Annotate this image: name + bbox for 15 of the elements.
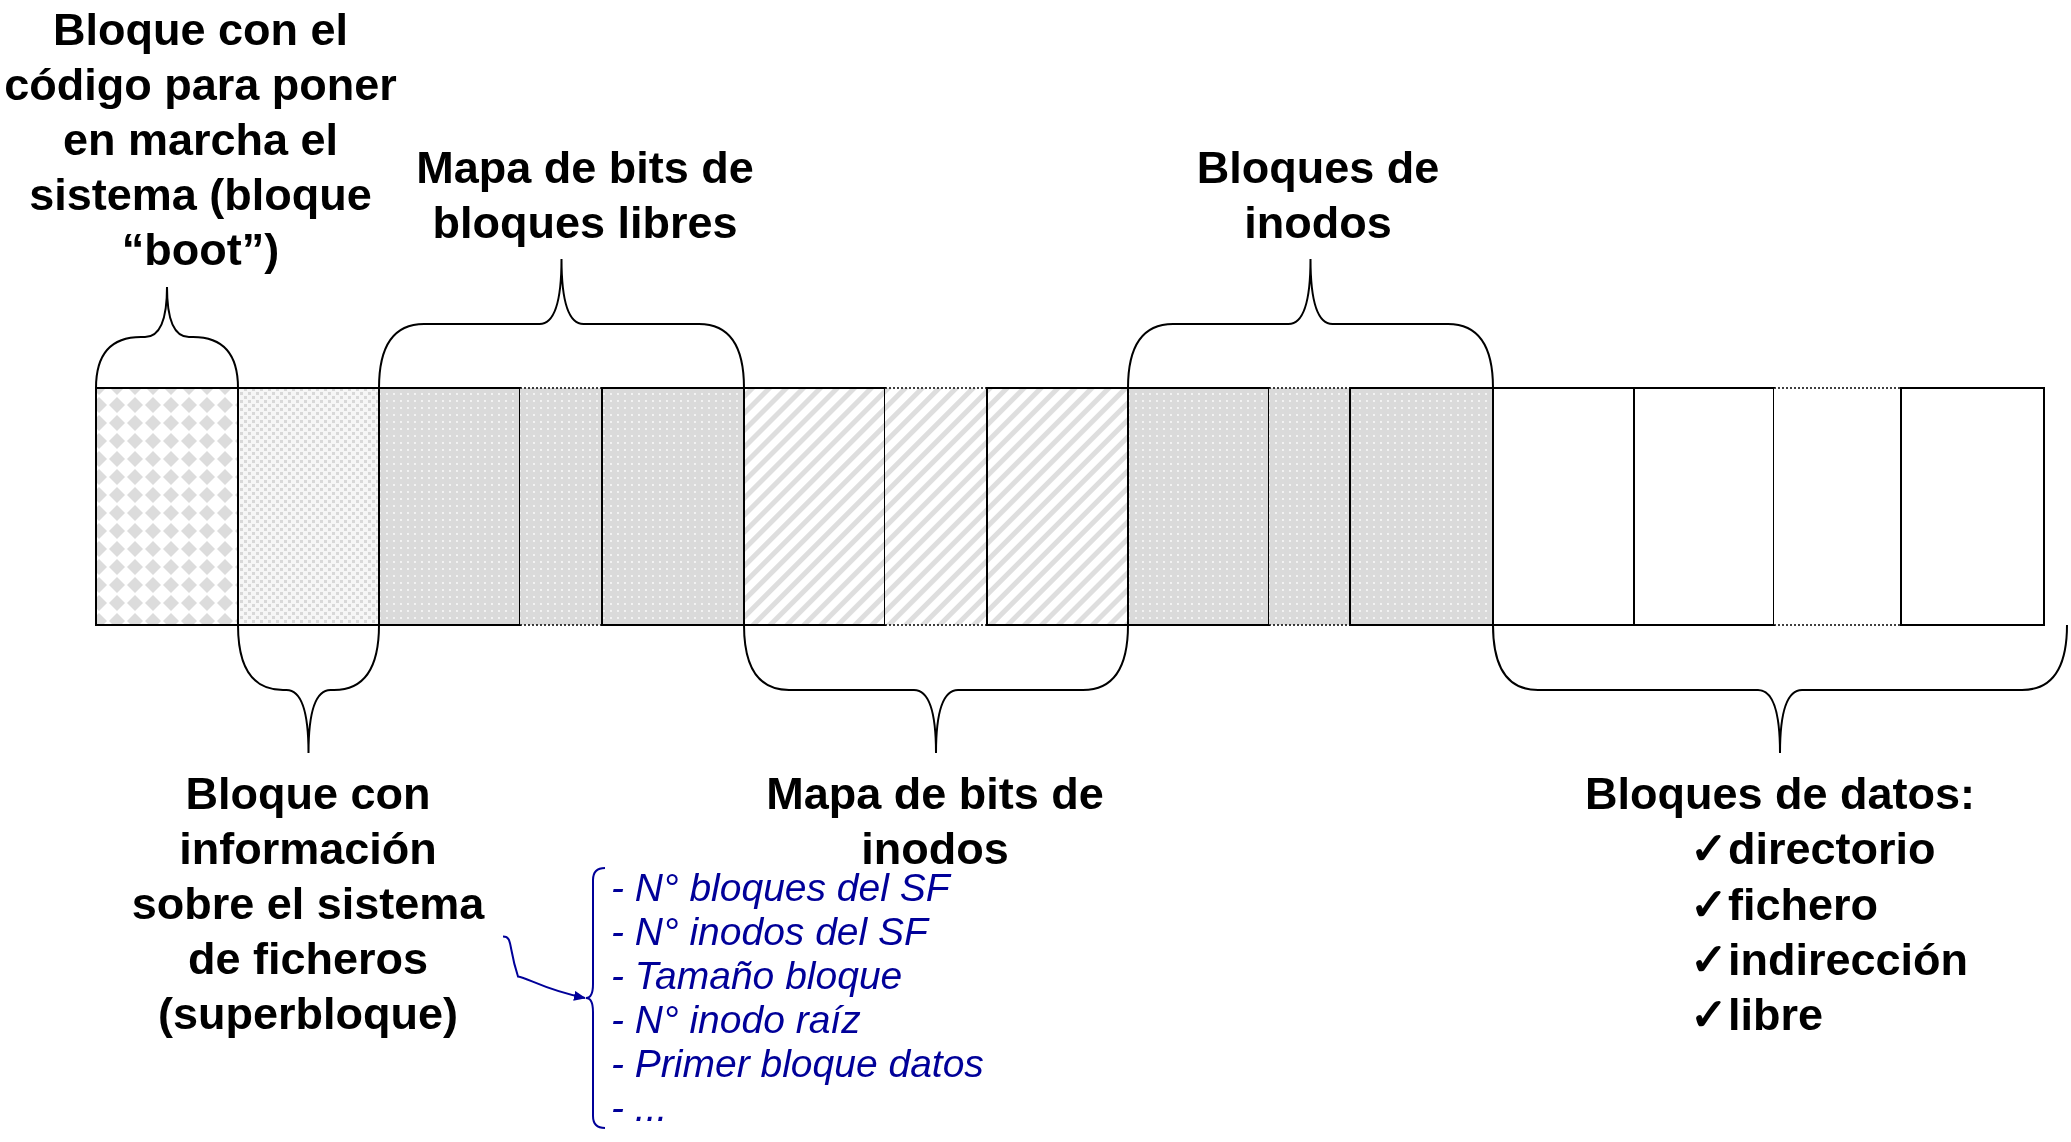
list-item: - Tamaño bloque [611,954,904,998]
section-label: ✓directorio [1690,822,1936,876]
section-label: ✓fichero [1690,878,1879,932]
section-label: Bloques de inodos [1195,141,1441,250]
section-label: ✓indirección [1690,933,1969,987]
curved-arrow [502,935,586,1001]
list-item: - N° inodos del SF [611,910,931,954]
list-item: - ... [611,1086,669,1130]
section-label: ✓libre [1690,988,1824,1042]
block-description: Bloque con información sobre el sistema de ficheros (superbloque) [113,766,503,1041]
section-label: Bloques de datos: [1585,767,1976,821]
list-item: - Primer bloque datos [611,1042,984,1086]
section-label: Mapa de bits de bloques libres [415,141,755,250]
list-item: - N° inodo raíz [611,998,862,1042]
section-label: Bloque con el código para poner en marcha el sistema (bloque “boot”) [3,3,398,277]
